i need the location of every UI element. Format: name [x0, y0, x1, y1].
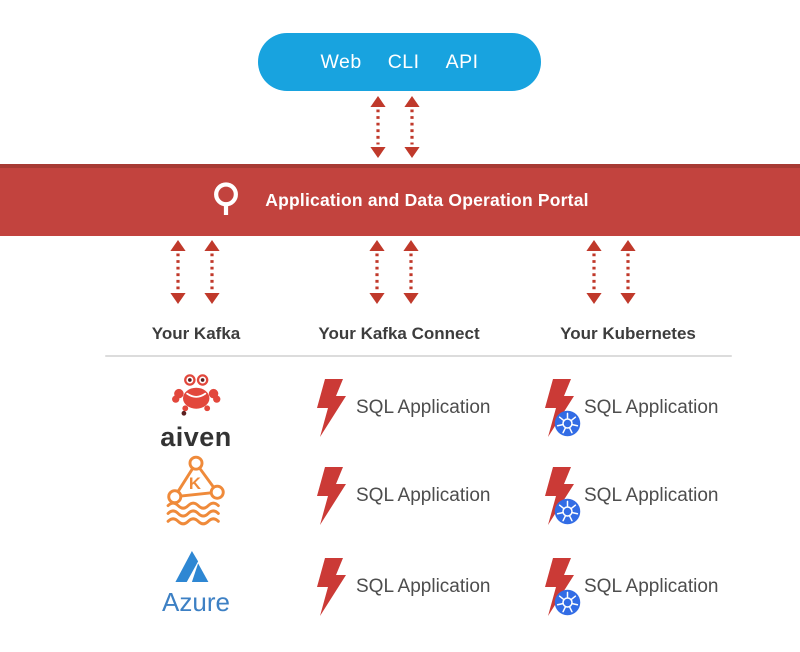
kafka-triangle-waves-icon: K [166, 455, 225, 526]
sql-application-row: SQL Application [315, 467, 491, 525]
column-header-your-kafka-connect: Your Kafka Connect [318, 324, 480, 343]
lightning-bolt-icon [543, 379, 575, 437]
sql-application-label: SQL Application [356, 576, 491, 597]
kubernetes-icon [554, 410, 581, 437]
lightning-bolt-icon [543, 558, 575, 616]
sql-application-row: SQL Application [315, 379, 491, 437]
sql-application-row: SQL Application [315, 558, 491, 616]
azure-icon [175, 551, 209, 582]
aiven-logo: aiven [160, 372, 232, 451]
sql-application-label: SQL Application [584, 576, 719, 597]
double-arrow-icon [404, 96, 420, 158]
azure-logo: Azure [162, 549, 230, 615]
double-arrow-icon [403, 240, 419, 304]
sql-application-k8s-row: SQL Application [543, 379, 719, 437]
lightning-bolt-icon [543, 467, 575, 525]
pill-item-web: Web [320, 50, 362, 73]
portal-access-pill: Web CLI API [258, 33, 541, 91]
sql-application-label: SQL Application [356, 397, 491, 418]
sql-application-label: SQL Application [584, 485, 719, 506]
double-arrow-icon [369, 240, 385, 304]
sql-application-k8s-row: SQL Application [543, 558, 719, 616]
pill-item-api: API [445, 50, 479, 73]
sql-application-k8s-row: SQL Application [543, 467, 719, 525]
kubernetes-icon [554, 589, 581, 616]
kubernetes-icon [554, 498, 581, 525]
double-arrow-icon [586, 240, 602, 304]
column-header-your-kafka: Your Kafka [151, 324, 241, 343]
lightning-bolt-icon [315, 467, 347, 525]
divider-line [105, 355, 732, 357]
kafka-letter: K [189, 474, 201, 493]
sql-application-label: SQL Application [584, 397, 719, 418]
magnifier-icon [214, 182, 239, 215]
double-arrow-icon [170, 240, 186, 304]
double-arrow-icon [204, 240, 220, 304]
azure-label: Azure [162, 587, 230, 617]
lightning-bolt-icon [315, 558, 347, 616]
sql-application-label: SQL Application [356, 485, 491, 506]
pill-item-cli: CLI [387, 50, 420, 73]
banner-title: Application and Data Operation Portal [265, 189, 589, 210]
aiven-label: aiven [160, 422, 232, 452]
double-arrow-icon [370, 96, 386, 158]
kafka-on-water-logo: K [158, 452, 234, 532]
portal-banner: Application and Data Operation Portal [0, 164, 800, 236]
double-arrow-icon [620, 240, 636, 304]
column-header-your-kubernetes: Your Kubernetes [560, 324, 696, 343]
aiven-crab-icon [171, 374, 221, 416]
lightning-bolt-icon [315, 379, 347, 437]
